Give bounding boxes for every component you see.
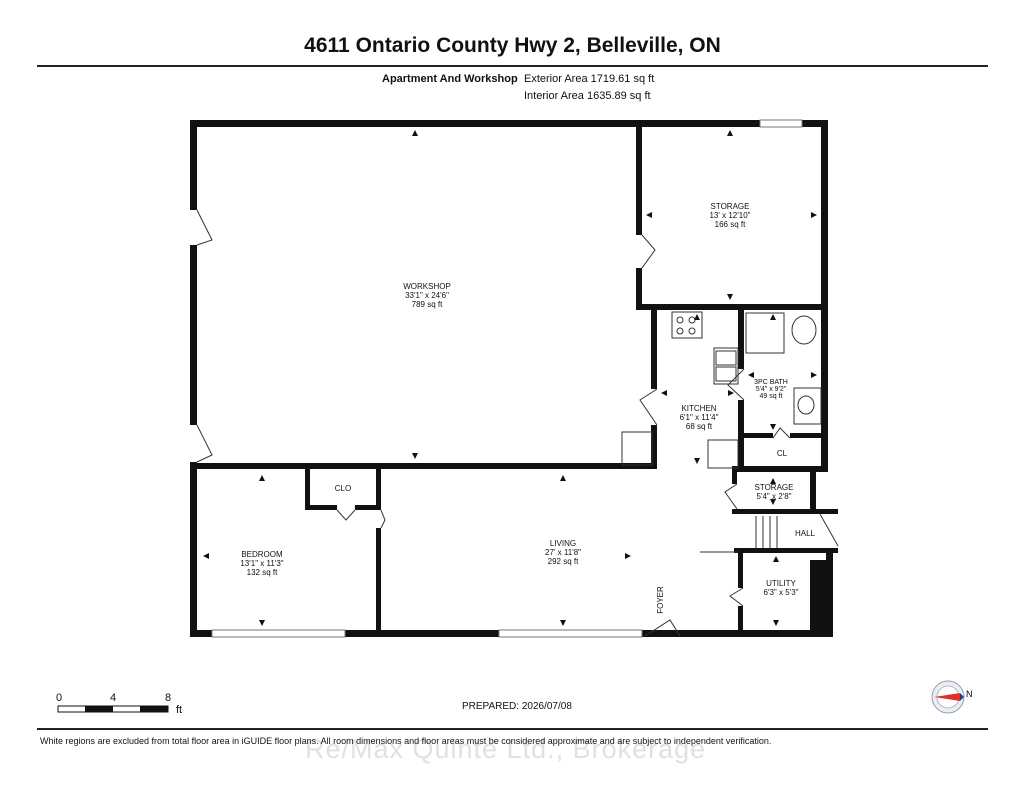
kitchen-dims: 6'1" x 11'4" xyxy=(680,413,719,422)
exterior-walls xyxy=(190,120,833,637)
bedroom-name: BEDROOM xyxy=(241,550,283,559)
exterior-area: Exterior Area 1719.61 sq ft xyxy=(524,73,655,85)
living-area: 292 sq ft xyxy=(548,557,579,566)
cl-name: CL xyxy=(777,449,788,458)
dimension-arrows xyxy=(203,130,817,626)
storage-small-dims: 5'4" x 2'8" xyxy=(757,492,792,501)
kitchen-name: KITCHEN xyxy=(681,404,716,413)
clo-name: CLO xyxy=(335,484,351,493)
living-name: LIVING xyxy=(550,539,576,548)
workshop-name: WORKSHOP xyxy=(403,282,451,291)
section-label: Apartment And Workshop xyxy=(382,73,518,85)
foyer-name: FOYER xyxy=(656,586,665,614)
hall-name: HALL xyxy=(795,529,816,538)
disclaimer: White regions are excluded from total fl… xyxy=(40,736,772,746)
storage-name: STORAGE xyxy=(711,202,750,211)
interior-walls xyxy=(190,120,838,636)
bath-area: 49 sq ft xyxy=(760,393,783,400)
scale-bar xyxy=(57,705,169,713)
brokerage-watermark: Re/Max Quinte Ltd., Brokerage xyxy=(305,734,707,764)
compass-icon xyxy=(931,680,965,714)
workshop-dims: 33'1" x 24'6" xyxy=(405,291,449,300)
scale-unit: ft xyxy=(176,704,183,716)
bath-name: 3PC BATH xyxy=(754,379,788,386)
fixtures xyxy=(621,311,822,553)
scale-tick-0: 0 xyxy=(56,692,63,704)
door-swings xyxy=(196,209,839,637)
utility-fixture xyxy=(812,610,826,630)
prepared-date: PREPARED: 2026/07/08 xyxy=(462,701,572,712)
footer-rule xyxy=(37,728,988,730)
living-dims: 27' x 11'8" xyxy=(545,548,581,557)
page-title: 4611 Ontario County Hwy 2, Belleville, O… xyxy=(304,34,721,57)
workshop-area: 789 sq ft xyxy=(412,300,443,309)
compass-label: N xyxy=(966,689,973,699)
bedroom-area: 132 sq ft xyxy=(247,568,278,577)
bath-dims: 5'4" x 9'2" xyxy=(756,386,787,393)
scale-tick-8: 8 xyxy=(165,692,172,704)
kitchen-area: 68 sq ft xyxy=(686,422,713,431)
bedroom-dims: 13'1" x 11'3" xyxy=(240,559,283,568)
storage-area: 166 sq ft xyxy=(715,220,746,229)
interior-area: Interior Area 1635.89 sq ft xyxy=(524,90,651,102)
utility-dims: 6'3" x 5'3" xyxy=(764,588,799,597)
utility-name: UTILITY xyxy=(766,579,796,588)
storage-dims: 13' x 12'10" xyxy=(709,211,750,220)
windows xyxy=(211,119,803,638)
header-rule xyxy=(37,65,988,67)
storage-small-name: STORAGE xyxy=(755,483,794,492)
scale-tick-4: 4 xyxy=(110,692,117,704)
